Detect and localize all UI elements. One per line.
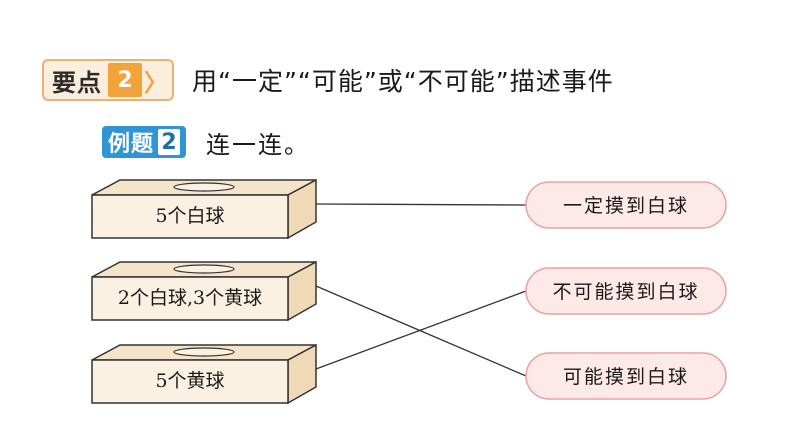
example-header: 例题 2 连一连。 xyxy=(102,124,310,160)
box-1: 2个白球,3个黄球 xyxy=(91,260,317,322)
answer-label: 可能摸到白球 xyxy=(563,366,689,388)
example-label: 例题 xyxy=(108,132,155,157)
answer-1: 不可能摸到白球 xyxy=(525,267,727,315)
key-point-header: 要点 2 〉 用“一定”“可能”或“不可能”描述事件 xyxy=(42,58,614,102)
box-label: 2个白球,3个黄球 xyxy=(118,287,262,309)
answer-0: 一定摸到白球 xyxy=(525,181,727,229)
box-2: 5个黄球 xyxy=(91,343,317,405)
key-point-label: 要点 xyxy=(52,68,102,97)
box-slot-icon xyxy=(173,264,235,274)
connection-line xyxy=(315,285,527,377)
answer-label: 一定摸到白球 xyxy=(563,195,689,217)
key-point-title: 用“一定”“可能”或“不可能”描述事件 xyxy=(192,67,614,96)
example-number: 2 xyxy=(158,129,181,155)
box-0: 5个白球 xyxy=(91,178,317,240)
box-label: 5个白球 xyxy=(155,205,224,227)
box-label: 5个黄球 xyxy=(155,370,224,392)
connection-line xyxy=(315,203,527,206)
answer-2: 可能摸到白球 xyxy=(525,352,727,400)
box-slot-icon xyxy=(173,347,235,357)
connection-line xyxy=(315,290,527,370)
connection-lines xyxy=(315,203,527,377)
key-point-number: 2 xyxy=(108,63,142,97)
example-tag: 例题 2 xyxy=(102,126,187,158)
box-slot-icon xyxy=(173,182,235,192)
key-point-tag: 要点 2 〉 xyxy=(42,59,174,101)
example-instruction: 连一连。 xyxy=(206,130,311,159)
answer-label: 不可能摸到白球 xyxy=(552,281,699,303)
chevron-right-icon: 〉 xyxy=(144,68,168,97)
